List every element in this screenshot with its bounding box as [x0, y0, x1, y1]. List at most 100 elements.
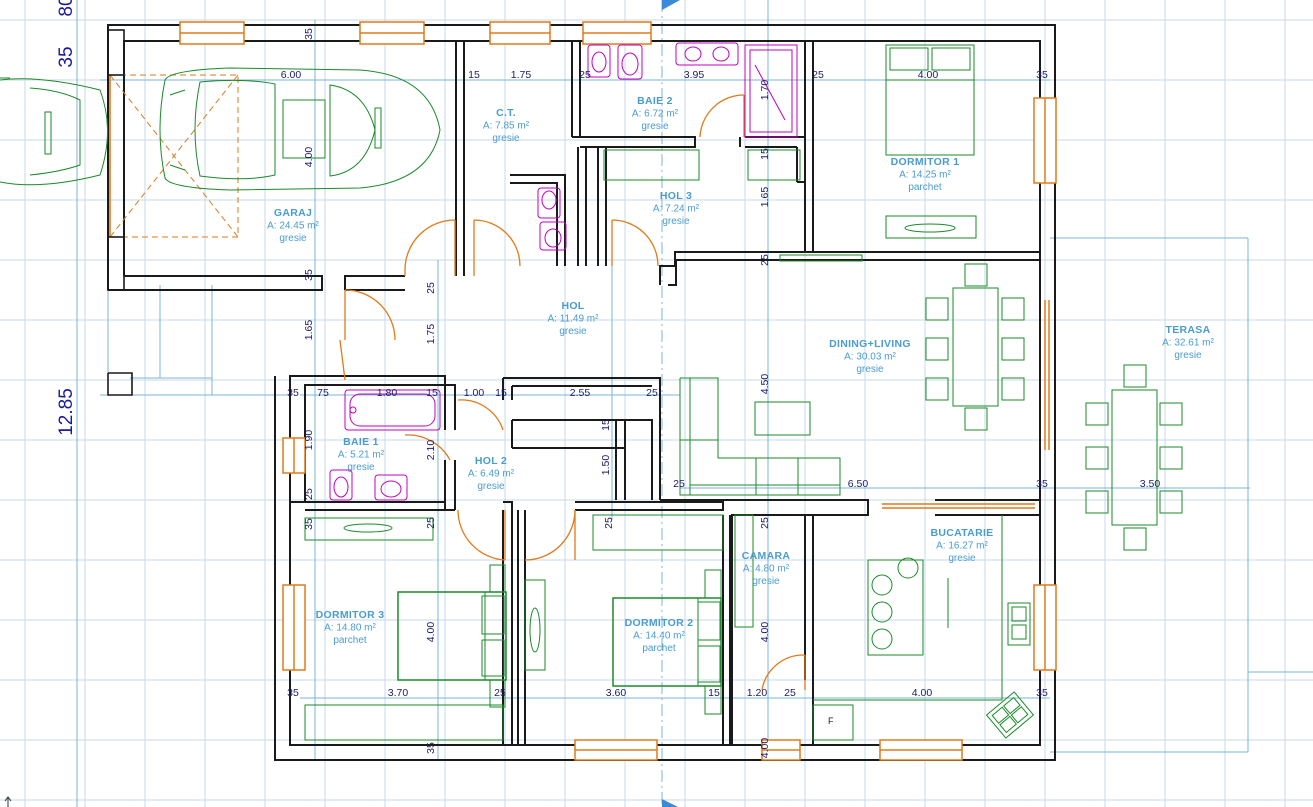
dimension-label: 3.95	[684, 69, 705, 81]
room-name: BUCATARIE	[931, 527, 994, 539]
room-name: DINING+LIVING	[829, 338, 911, 350]
dimension-label: 15	[759, 148, 771, 160]
room-area: A: 30.03 m²	[844, 352, 896, 363]
dimension-label: 35	[1036, 478, 1048, 490]
dimension-label: 15	[468, 69, 480, 81]
windows	[179, 21, 1057, 761]
room-finish: parchet	[908, 182, 942, 193]
dimension-label: 6.50	[848, 478, 869, 490]
room-area: A: 7.85 m²	[483, 121, 530, 132]
dimension-label: 75	[317, 387, 329, 399]
axis-marker-bottom	[662, 799, 678, 807]
room-area: A: 7.24 m²	[653, 204, 700, 215]
dimension-label: 15	[708, 687, 720, 699]
dimension-label: 3.70	[388, 687, 409, 699]
room-area: A: 4.80 m²	[743, 564, 790, 575]
sanitary-fixtures	[329, 42, 798, 501]
dimension-label: 3.50	[1140, 478, 1161, 490]
dimension-label: 1.80	[377, 387, 398, 399]
dimension-label: 35	[303, 269, 315, 281]
furniture	[304, 44, 1183, 741]
dimension-label: 15	[426, 387, 438, 399]
dimension-label: 4.00	[912, 687, 933, 699]
dimension-label: 3.60	[606, 687, 627, 699]
dimension-label: 4.00	[918, 69, 939, 81]
dimension-label: 25	[425, 517, 437, 529]
dimension-label: 25	[646, 387, 658, 399]
room-area: A: 32.61 m²	[1162, 338, 1214, 349]
dimension-label: 1.50	[600, 455, 612, 476]
dimension-label: 1.75	[511, 69, 532, 81]
dimension-label: 25	[784, 687, 796, 699]
room-area: A: 24.45 m²	[267, 221, 319, 232]
room-finish: gresie	[477, 481, 505, 492]
room-area: A: 14.25 m²	[899, 170, 951, 181]
room-finish: gresie	[492, 133, 520, 144]
guide-lines	[76, 0, 1313, 807]
fridge-label: F	[828, 716, 834, 726]
dimension-label: 2.55	[570, 387, 591, 399]
dimension-label: 35	[1036, 69, 1048, 81]
dimension-label: 25	[494, 687, 506, 699]
garage-door	[109, 74, 239, 238]
room-finish: gresie	[752, 576, 780, 587]
dimension-label: 25	[812, 69, 824, 81]
dimension-label: 1.90	[303, 430, 315, 451]
room-finish: gresie	[559, 326, 587, 337]
room-area: A: 16.27 m²	[936, 541, 988, 552]
dimension-label: 25	[579, 69, 591, 81]
dimension-label: 35	[287, 387, 299, 399]
room-name: DORMITOR 1	[891, 156, 960, 168]
dimension-label: 25	[425, 282, 437, 294]
room-area: A: 11.49 m²	[548, 314, 600, 325]
north-arrow-icon	[4, 796, 12, 807]
dimension-label: 1.65	[759, 187, 771, 208]
room-name: HOL 3	[660, 190, 692, 202]
dimension-label: 4.00	[425, 622, 437, 643]
room-name: HOL 2	[475, 455, 507, 467]
dimension-label: 35	[425, 742, 437, 754]
room-finish: gresie	[1174, 350, 1202, 361]
dimension-label: 25	[303, 488, 315, 500]
dimension-label: 1.20	[747, 687, 768, 699]
room-name: HOL	[561, 300, 584, 312]
dimension-label: 1.00	[464, 387, 485, 399]
dimension-label: 15	[495, 387, 507, 399]
room-name: CAMARA	[742, 550, 791, 562]
dimension-label: 25	[603, 517, 615, 529]
room-finish: gresie	[279, 233, 307, 244]
overall-top-dimension-a: 35	[56, 46, 77, 67]
room-name: DORMITOR 3	[316, 609, 385, 621]
dimension-label: 35	[303, 28, 315, 40]
room-finish: gresie	[856, 364, 884, 375]
dimension-label: 1.65	[303, 320, 315, 341]
dimension-label: 35	[287, 687, 299, 699]
room-area: A: 14.80 m²	[324, 623, 376, 634]
dimension-label: 4.00	[759, 738, 771, 759]
axis-marker-top	[662, 0, 680, 10]
dimension-label: 35	[303, 518, 315, 530]
room-name: BAIE 1	[343, 436, 379, 448]
room-name: TERASA	[1166, 324, 1211, 336]
garage-piers	[107, 29, 133, 396]
room-finish: gresie	[347, 462, 375, 473]
dimension-label: 25	[673, 478, 685, 490]
room-name: DORMITOR 2	[625, 617, 694, 629]
room-name: C.T.	[496, 107, 516, 119]
dimension-label: 35	[1036, 687, 1048, 699]
room-finish: parchet	[642, 643, 676, 654]
dimension-label: 15	[600, 419, 612, 431]
room-area: A: 14.40 m²	[633, 631, 685, 642]
car-icon	[0, 67, 441, 191]
room-finish: gresie	[948, 553, 976, 564]
dimension-label: 1.70	[759, 80, 771, 101]
room-name: GARAJ	[274, 207, 312, 219]
room-area: A: 5.21 m²	[338, 450, 385, 461]
dimension-label: 1.75	[425, 324, 437, 345]
dimension-label: 25	[759, 517, 771, 529]
room-name: BAIE 2	[637, 95, 673, 107]
overall-top-dimension-b: 80	[56, 0, 77, 17]
